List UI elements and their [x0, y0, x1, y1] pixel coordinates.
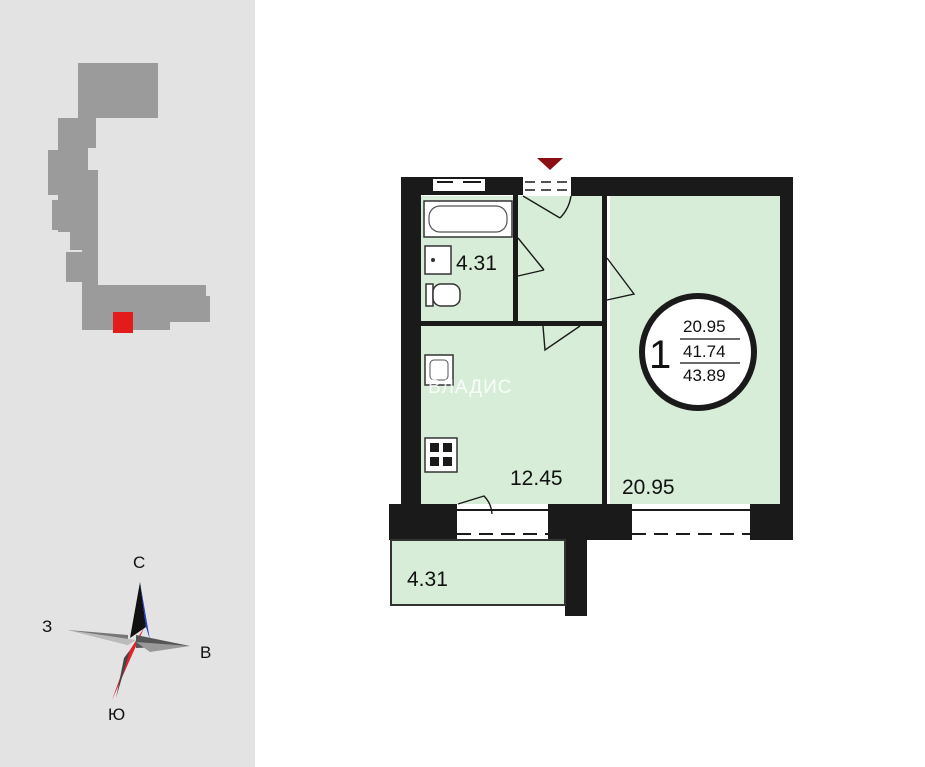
bathroom-area-label: 4.31 [456, 252, 497, 275]
bathtub-icon [423, 200, 513, 238]
compass-west-label: З [42, 617, 52, 636]
door-swings [457, 195, 636, 515]
apartment-badge: 1 20.95 41.74 43.89 [639, 293, 757, 411]
compass-east-label: В [200, 643, 211, 662]
kitchen-sink-icon [424, 354, 454, 386]
windows [433, 179, 750, 539]
side-panel: С В Ю З [0, 0, 255, 767]
kitchen-area-label: 12.45 [510, 467, 563, 490]
toilet-icon [425, 283, 461, 307]
balcony [391, 540, 565, 605]
balcony-area-label: 4.31 [407, 568, 448, 591]
apartment-marker [113, 312, 133, 333]
badge-total-with-balcony: 43.89 [683, 366, 726, 385]
compass-south-label: Ю [108, 705, 125, 724]
entrance-arrow-icon [537, 158, 563, 170]
walls [389, 177, 793, 616]
stove-icon [424, 437, 458, 473]
badge-total: 41.74 [683, 342, 726, 361]
watermark: ВЛАДИС [428, 377, 512, 398]
compass-north-label: С [133, 553, 145, 572]
compass-rose: С В Ю З [42, 553, 211, 724]
rooms-count: 1 [649, 333, 671, 377]
badge-living: 20.95 [683, 317, 726, 336]
building-minimap [48, 63, 210, 333]
hallway [517, 196, 603, 322]
sink-icon [424, 245, 452, 275]
living-area-label: 20.95 [622, 476, 675, 499]
